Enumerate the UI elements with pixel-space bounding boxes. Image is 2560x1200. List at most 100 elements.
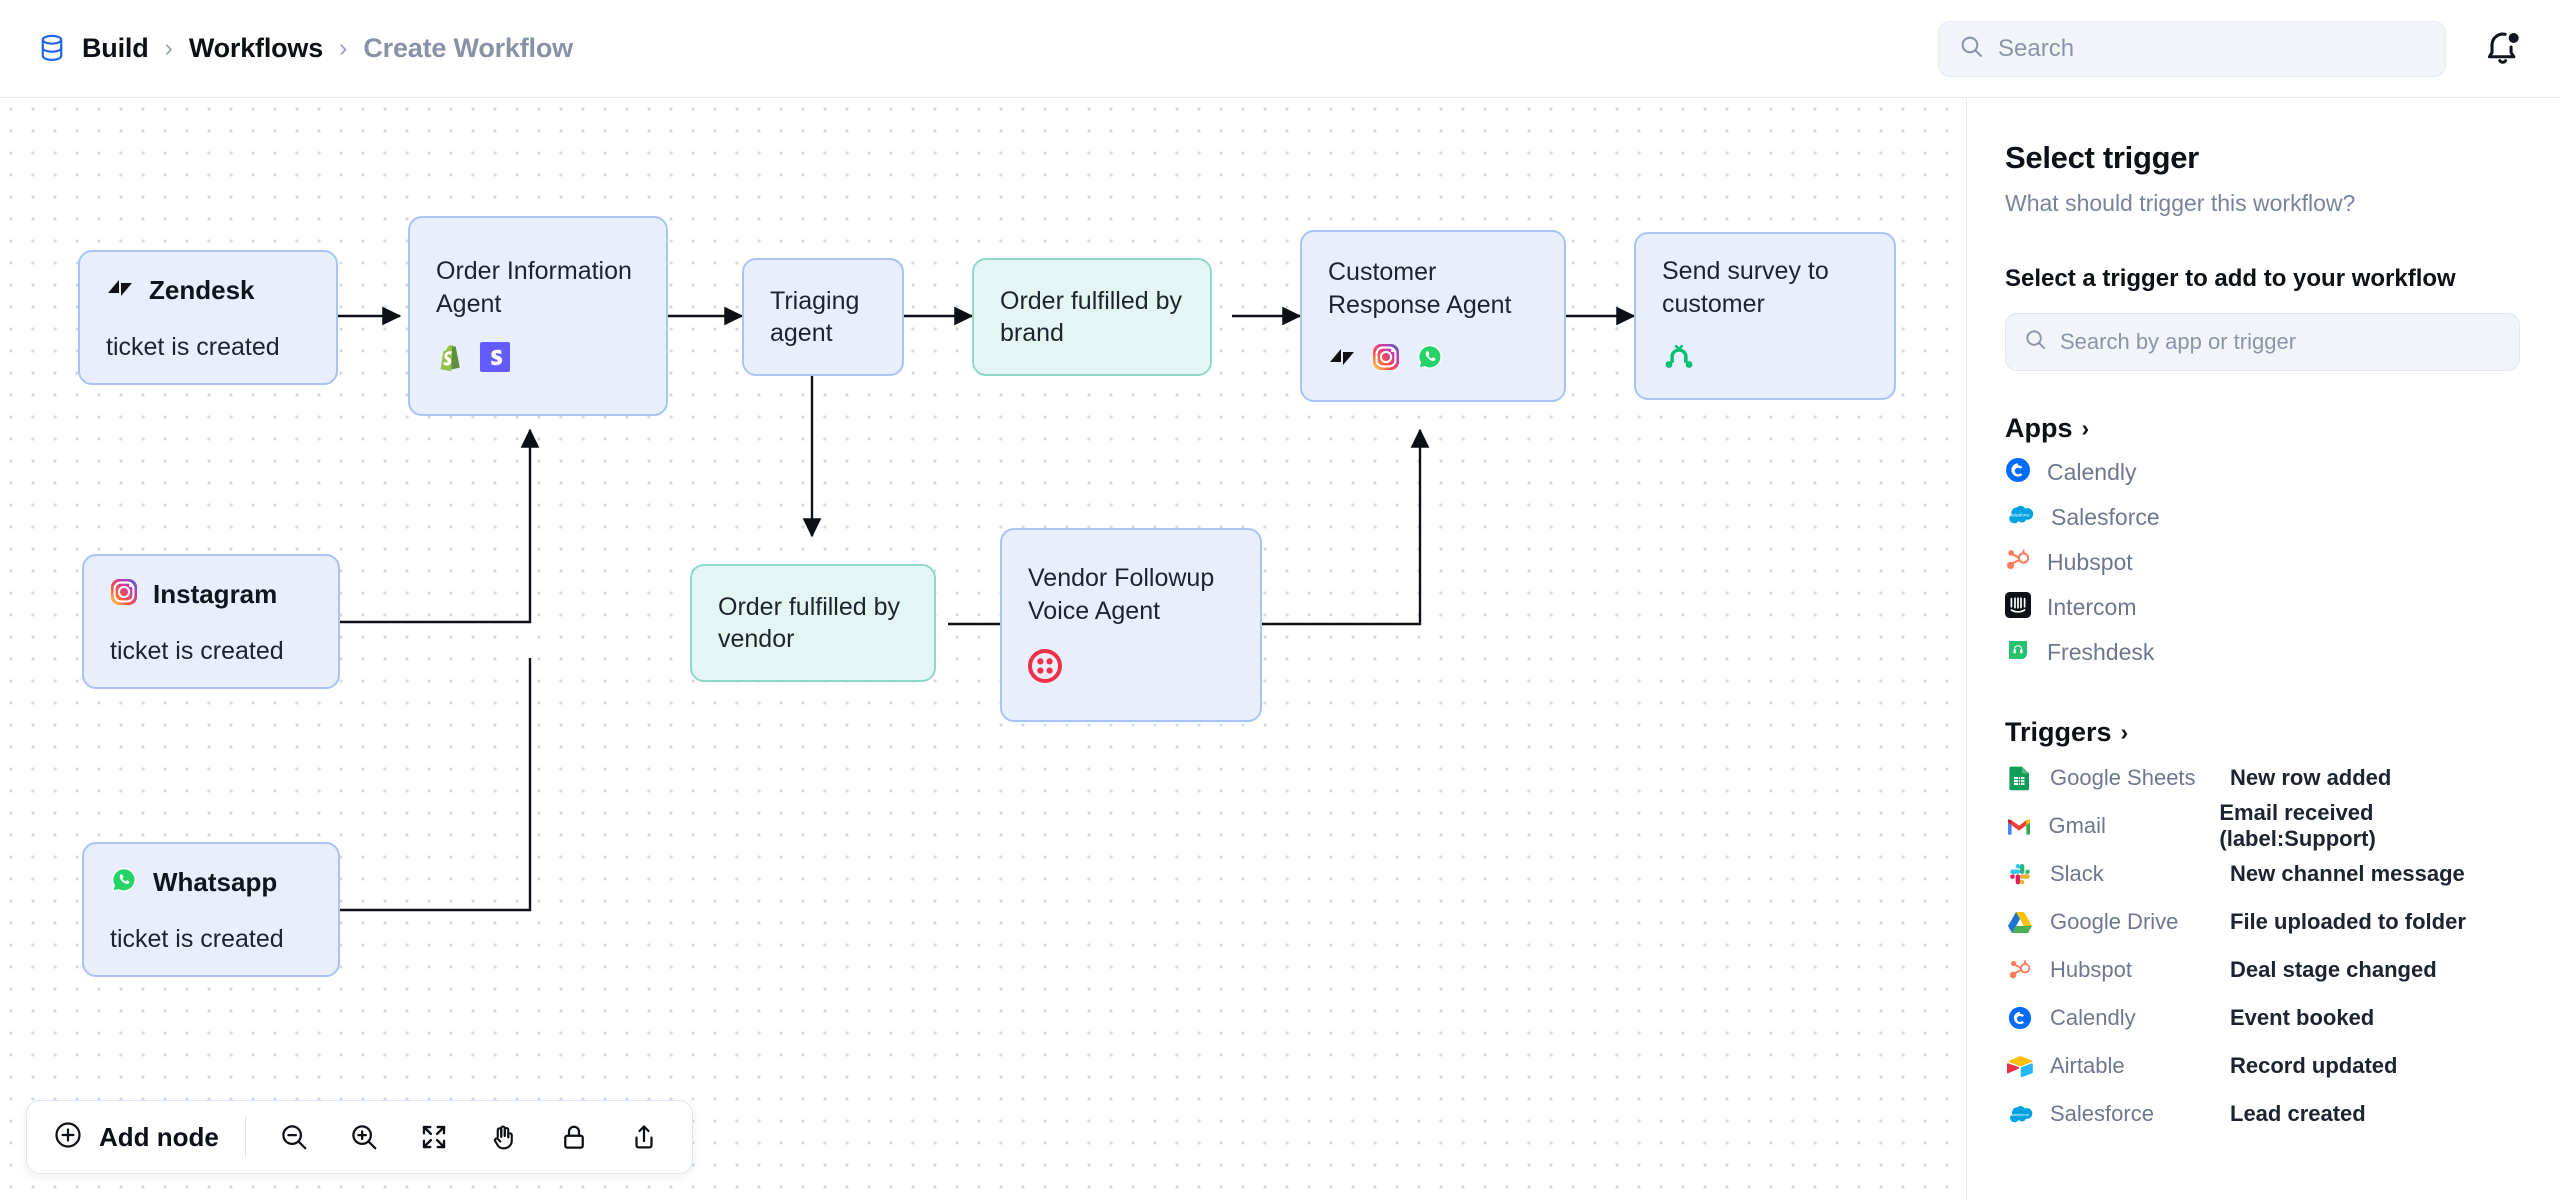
node-app-name: Whatsapp xyxy=(153,866,278,897)
instagram-icon xyxy=(110,578,138,611)
app-row-intercom[interactable]: Intercom xyxy=(2005,585,2520,630)
app-name: Freshdesk xyxy=(2047,639,2155,665)
pan-button[interactable] xyxy=(482,1115,526,1159)
node-title: Order Information Agent xyxy=(436,257,632,318)
top-bar-actions xyxy=(1938,0,2524,98)
twilio-glyph xyxy=(1028,649,1062,683)
trigger-panel: Select trigger What should trigger this … xyxy=(1966,98,2560,1200)
triggers-group-header[interactable]: Triggers › xyxy=(2005,717,2520,748)
lock-button[interactable] xyxy=(552,1115,596,1159)
trigger-row-slack[interactable]: Slack New channel message xyxy=(2005,850,2520,898)
node-zendesk-trigger[interactable]: Zendesk ticket is created xyxy=(78,250,338,385)
app-row-calendly[interactable]: Calendly xyxy=(2005,450,2520,495)
trigger-app-name: Salesforce xyxy=(2050,1101,2154,1126)
node-instagram-trigger[interactable]: Instagram ticket is created xyxy=(82,554,340,689)
breadcrumb-item-create-workflow[interactable]: Create Workflow xyxy=(363,33,573,63)
node-whatsapp-trigger[interactable]: Whatsapp ticket is created xyxy=(82,842,340,977)
zendesk-glyph xyxy=(108,279,132,296)
calendly-glyph xyxy=(2006,458,2030,482)
hubspot-glyph xyxy=(2009,960,2031,979)
airtable-icon xyxy=(2005,1055,2035,1077)
panel-subtitle: What should trigger this workflow? xyxy=(2005,190,2356,216)
node-vendor-followup-voice-agent[interactable]: Vendor Followup Voice Agent xyxy=(1000,528,1262,722)
node-event: ticket is created xyxy=(106,332,280,361)
node-order-information-agent[interactable]: Order Information Agent xyxy=(408,216,668,416)
trigger-app-name: Airtable xyxy=(2050,1053,2125,1078)
trigger-event: File uploaded to folder xyxy=(2230,909,2466,934)
node-customer-response-agent[interactable]: Customer Response Agent xyxy=(1300,230,1566,402)
node-header: Instagram xyxy=(110,578,312,611)
intercom-glyph xyxy=(2005,592,2031,618)
salesforce-icon: salesforce xyxy=(2005,504,2035,531)
hubspot-icon xyxy=(2005,958,2035,982)
google-drive-icon xyxy=(2005,910,2035,934)
salesforce-glyph: salesforce xyxy=(2010,1105,2033,1122)
svg-text:salesforce: salesforce xyxy=(2010,512,2030,517)
app-row-freshdesk[interactable]: Freshdesk xyxy=(2005,630,2520,675)
trigger-row-salesforce[interactable]: salesforce Salesforce Lead created xyxy=(2005,1090,2520,1138)
app-row-hubspot[interactable]: Hubspot xyxy=(2005,540,2520,585)
trigger-event: Record updated xyxy=(2230,1053,2398,1078)
trigger-row-gmail[interactable]: Gmail Email received (label:Support) xyxy=(2005,800,2520,851)
global-search[interactable] xyxy=(1938,21,2446,77)
node-send-survey-to-customer[interactable]: Send survey to customer xyxy=(1634,232,1896,400)
breadcrumb-item-workflows[interactable]: Workflows xyxy=(188,33,324,63)
node-order-fulfilled-by-vendor[interactable]: Order fulfilled by vendor xyxy=(690,564,936,682)
bell-icon xyxy=(2487,32,2519,64)
zoom-out-button[interactable] xyxy=(272,1115,316,1159)
hand-icon xyxy=(493,1125,513,1150)
whatsapp-icon xyxy=(1416,343,1444,376)
node-title: Send survey to customer xyxy=(1662,257,1829,318)
chevron-right-icon: › xyxy=(2120,719,2129,745)
node-app-icons xyxy=(1028,649,1234,688)
google-drive-glyph xyxy=(2008,912,2032,933)
trigger-search-input[interactable] xyxy=(2060,329,2501,355)
trigger-row-google-drive[interactable]: Google Drive File uploaded to folder xyxy=(2005,898,2520,946)
node-app-icons xyxy=(1662,342,1868,377)
app-name: Calendly xyxy=(2047,459,2137,485)
salesforce-glyph: salesforce xyxy=(2009,505,2034,524)
notifications-button[interactable] xyxy=(2482,28,2524,70)
trigger-search[interactable] xyxy=(2005,313,2520,371)
panel-section-label: Select a trigger to add to your workflow xyxy=(2005,265,2456,292)
calendly-glyph xyxy=(2008,1006,2032,1030)
search-input[interactable] xyxy=(1998,35,2425,63)
whatsapp-icon xyxy=(110,866,138,899)
stripe-glyph xyxy=(480,342,510,372)
share-button[interactable] xyxy=(622,1115,666,1159)
apps-group-header[interactable]: Apps › xyxy=(2005,413,2520,444)
node-title: Order fulfilled by brand xyxy=(1000,286,1183,348)
node-triaging-agent[interactable]: Triaging agent xyxy=(742,258,904,376)
zoom-out-icon xyxy=(282,1125,307,1150)
freshdesk-icon xyxy=(2005,637,2031,668)
workflow-canvas[interactable]: Zendesk ticket is created Instagram t xyxy=(0,98,1966,1200)
trigger-row-google-sheets[interactable]: Google Sheets New row added xyxy=(2005,754,2520,802)
node-order-fulfilled-by-brand[interactable]: Order fulfilled by brand xyxy=(972,258,1212,376)
node-app-name: Zendesk xyxy=(149,274,255,305)
node-title: Triaging agent xyxy=(770,286,860,348)
zendesk-icon xyxy=(106,274,134,307)
zoom-in-button[interactable] xyxy=(342,1115,386,1159)
zoom-in-icon xyxy=(352,1125,377,1150)
trigger-row-airtable[interactable]: Airtable Record updated xyxy=(2005,1042,2520,1090)
node-header: Zendesk xyxy=(106,274,310,307)
lock-icon xyxy=(564,1125,584,1149)
fit-screen-icon xyxy=(422,1125,446,1149)
surveymonkey-icon xyxy=(1662,342,1696,377)
breadcrumb-item-build[interactable]: Build xyxy=(82,33,149,63)
trigger-row-calendly[interactable]: Calendly Event booked xyxy=(2005,994,2520,1042)
twilio-icon xyxy=(1028,649,1062,688)
app-row-salesforce[interactable]: salesforce Salesforce xyxy=(2005,495,2520,540)
trigger-app-name: Calendly xyxy=(2050,1005,2136,1030)
google-sheets-icon xyxy=(2005,765,2035,791)
share-upload-icon xyxy=(635,1125,653,1149)
fit-view-button[interactable] xyxy=(412,1115,456,1159)
trigger-app-name: Gmail xyxy=(2048,813,2106,838)
triggers-group-label: Triggers xyxy=(2005,717,2112,747)
zendesk-glyph xyxy=(1330,349,1354,365)
node-title: Order fulfilled by vendor xyxy=(718,592,901,654)
node-app-name: Instagram xyxy=(153,578,278,609)
trigger-event: New channel message xyxy=(2230,861,2465,886)
add-node-button[interactable]: Add node xyxy=(53,1120,219,1155)
trigger-row-hubspot[interactable]: Hubspot Deal stage changed xyxy=(2005,946,2520,994)
